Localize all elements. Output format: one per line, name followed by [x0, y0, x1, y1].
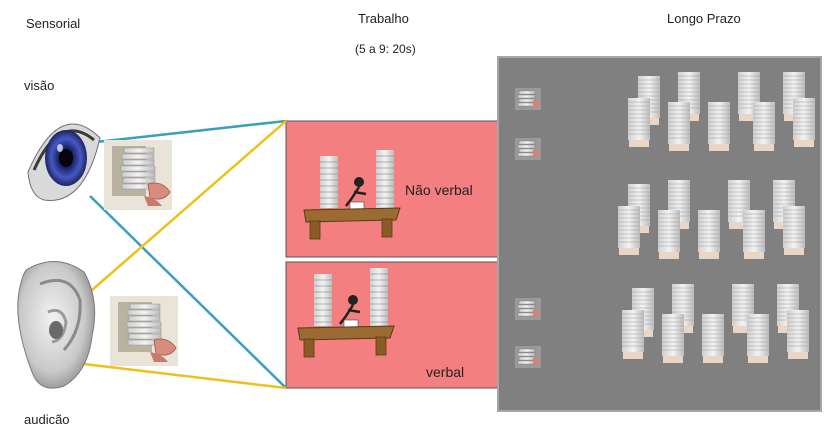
ear-icon [17, 261, 96, 389]
long-term-column-title: Longo Prazo [667, 11, 741, 26]
vision-label: visão [24, 78, 55, 93]
long-term-mini-stack-icon [514, 87, 542, 111]
hearing-paper-stack-icon [109, 295, 179, 367]
long-term-mini-stack-icon [514, 297, 542, 321]
vision-paper-stack-icon [103, 139, 173, 211]
hearing-label: audicão [24, 412, 70, 427]
verbal-label: verbal [426, 364, 464, 380]
long-term-mini-stack-icon [514, 137, 542, 161]
working-duration: (5 a 9: 20s) [355, 42, 416, 56]
eye-icon [27, 123, 101, 201]
nonverbal-label: Não verbal [405, 182, 473, 198]
vision-connection-lines [89, 119, 287, 389]
sensory-column-title: Sensorial [26, 16, 81, 31]
hearing-connection-lines [75, 120, 287, 390]
working-column-title: Trabalho [358, 11, 409, 26]
long-term-mini-stack-icon [514, 345, 542, 369]
